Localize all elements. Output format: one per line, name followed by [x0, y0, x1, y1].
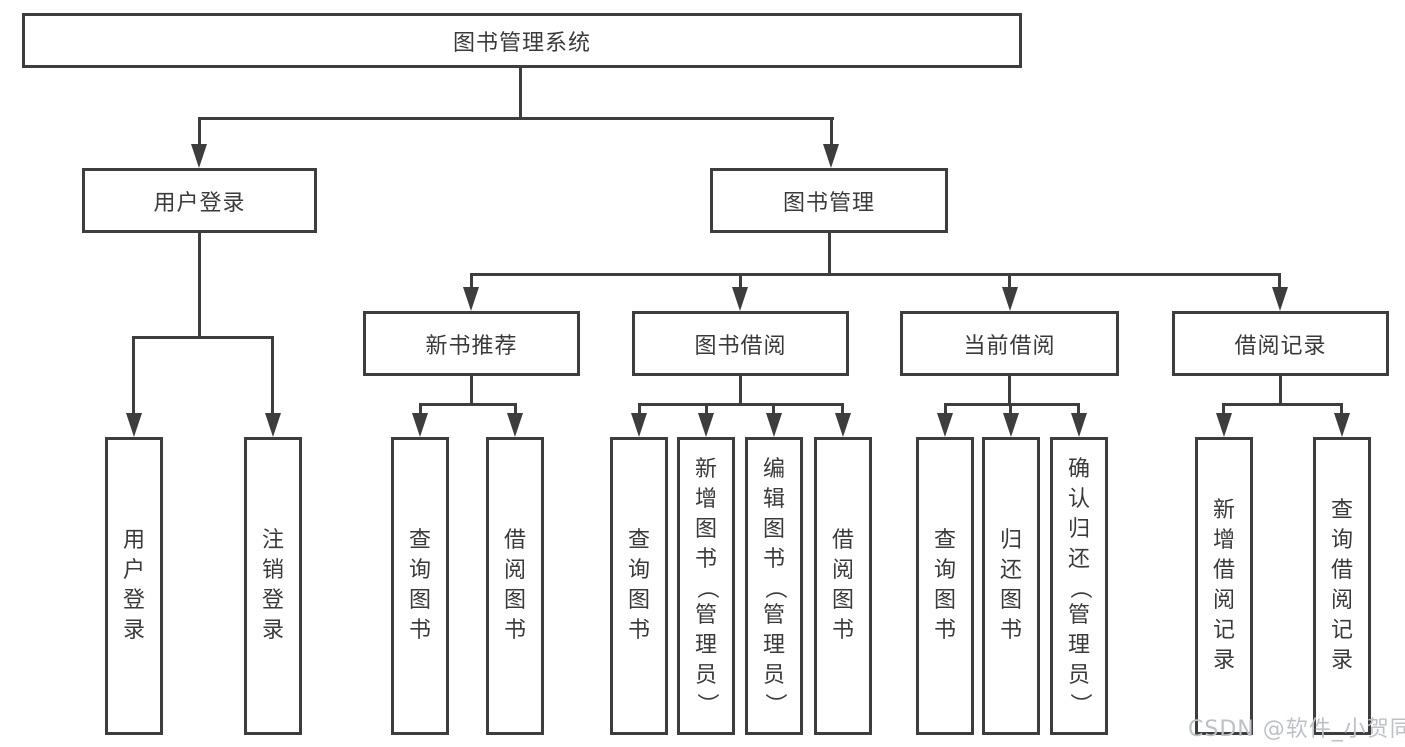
watermark: CSDN @软件_小贺同学 — [1188, 717, 1405, 742]
node-label: 查询图书 — [933, 528, 956, 643]
connector-line — [419, 403, 422, 413]
node-label: 当前借阅 — [963, 333, 1056, 359]
arrow-down-icon — [823, 144, 839, 168]
connector-line — [1340, 403, 1343, 413]
connector-line — [1008, 273, 1011, 287]
connector-line — [705, 403, 708, 413]
node-label: 编辑图书（管理员） — [761, 457, 787, 716]
arrow-down-icon — [1002, 287, 1018, 311]
node-new-book-recommendation: 新书推荐 — [363, 311, 580, 376]
leaf-add-book-admin: 新增图书（管理员） — [677, 437, 735, 735]
connector-line — [772, 403, 775, 413]
connector-line — [739, 376, 742, 403]
node-label: 用户登录 — [153, 190, 246, 216]
node-label: 新书推荐 — [425, 333, 518, 359]
node-label: 注销登录 — [261, 528, 284, 643]
node-label: 新增图书（管理员） — [693, 457, 719, 716]
node-label: 查询图书 — [408, 528, 431, 643]
arrow-down-icon — [1334, 413, 1350, 437]
node-label: 图书借阅 — [694, 333, 787, 359]
connector-line — [944, 403, 947, 413]
node-book-management: 图书管理 — [710, 168, 948, 233]
connector-line — [198, 117, 201, 144]
arrow-down-icon — [766, 413, 782, 437]
node-label: 用户登录 — [122, 528, 145, 643]
leaf-edit-book-admin: 编辑图书（管理员） — [745, 437, 803, 735]
node-label: 查询图书 — [627, 528, 650, 643]
arrow-down-icon — [1003, 413, 1019, 437]
connector-line — [132, 336, 135, 413]
arrow-down-icon — [191, 144, 207, 168]
leaf-add-borrow-record: 新增借阅记录 — [1195, 437, 1253, 735]
arrow-down-icon — [1216, 413, 1232, 437]
arrow-down-icon — [835, 413, 851, 437]
arrow-down-icon — [698, 413, 714, 437]
arrow-down-icon — [732, 287, 748, 311]
leaf-logout: 注销登录 — [244, 437, 302, 735]
node-label: 图书管理系统 — [452, 30, 591, 56]
connector-line — [828, 233, 831, 273]
connector-line — [841, 403, 844, 413]
leaf-user-login: 用户登录 — [105, 437, 163, 735]
arrow-down-icon — [507, 413, 523, 437]
arrow-down-icon — [937, 413, 953, 437]
leaf-query-books-borrowing: 查询图书 — [610, 437, 668, 735]
connector-line — [132, 336, 274, 339]
leaf-query-borrow-record: 查询借阅记录 — [1313, 437, 1371, 735]
connector-line — [470, 273, 1280, 276]
connector-line — [1008, 376, 1011, 403]
leaf-query-books-current: 查询图书 — [916, 437, 974, 735]
connector-line — [830, 117, 833, 144]
leaf-confirm-return-admin: 确认归还（管理员） — [1050, 437, 1108, 735]
connector-line — [638, 403, 844, 406]
node-library-management-system: 图书管理系统 — [22, 13, 1022, 68]
arrow-down-icon — [1071, 413, 1087, 437]
node-label: 借阅图书 — [503, 528, 526, 643]
connector-line — [198, 232, 201, 336]
connector-line — [1077, 403, 1080, 413]
leaf-return-books: 归还图书 — [982, 437, 1040, 735]
node-user-login: 用户登录 — [82, 168, 317, 233]
node-current-borrowing: 当前借阅 — [900, 311, 1119, 376]
connector-line — [638, 403, 641, 413]
connector-line — [519, 68, 522, 117]
arrow-down-icon — [463, 287, 479, 311]
connector-line — [419, 403, 516, 406]
connector-line — [739, 273, 742, 287]
arrow-down-icon — [631, 413, 647, 437]
connector-line — [1222, 403, 1225, 413]
leaf-query-books-recommend: 查询图书 — [391, 437, 449, 735]
connector-line — [514, 403, 517, 413]
node-label: 查询借阅记录 — [1330, 498, 1353, 673]
connector-line — [271, 336, 274, 413]
connector-line — [944, 403, 1080, 406]
connector-line — [1222, 403, 1342, 406]
connector-line — [1009, 403, 1012, 413]
node-label: 借阅图书 — [831, 528, 854, 643]
node-label: 图书管理 — [782, 190, 875, 216]
connector-line — [1278, 273, 1281, 287]
node-book-borrowing: 图书借阅 — [632, 311, 849, 376]
connector-line — [1279, 376, 1282, 403]
arrow-down-icon — [412, 413, 428, 437]
leaf-borrow-books-borrowing: 借阅图书 — [814, 437, 872, 735]
node-label: 新增借阅记录 — [1212, 498, 1235, 673]
connector-line — [198, 117, 834, 120]
arrow-down-icon — [265, 413, 281, 437]
node-label: 确认归还（管理员） — [1066, 457, 1092, 716]
arrow-down-icon — [1272, 287, 1288, 311]
node-label: 归还图书 — [999, 528, 1022, 643]
leaf-borrow-books-recommend: 借阅图书 — [486, 437, 544, 735]
connector-line — [470, 376, 473, 403]
connector-line — [470, 273, 473, 287]
arrow-down-icon — [126, 413, 142, 437]
node-label: 借阅记录 — [1234, 333, 1327, 359]
node-borrowing-records: 借阅记录 — [1172, 311, 1389, 376]
